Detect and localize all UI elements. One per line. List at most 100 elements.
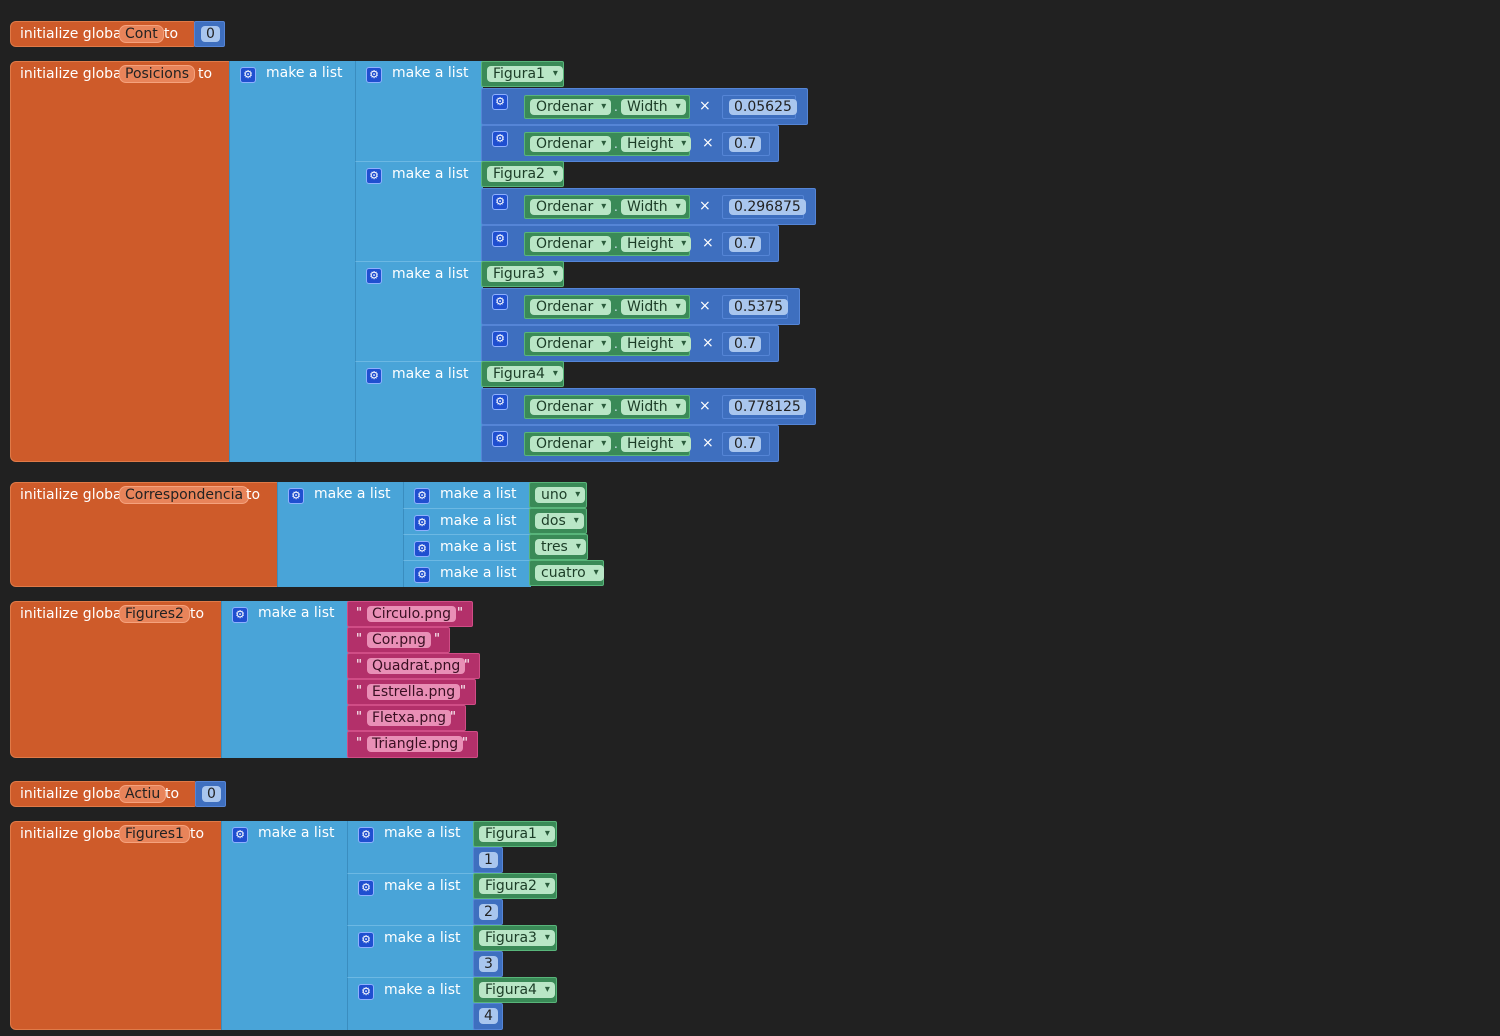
number-field[interactable]: 0 xyxy=(201,26,220,42)
gear-icon[interactable]: ⚙ xyxy=(366,168,382,184)
gear-icon[interactable]: ⚙ xyxy=(492,431,508,447)
property-dropdown[interactable]: Width xyxy=(621,299,686,315)
number-block[interactable]: 0.7 xyxy=(722,432,770,456)
make-list-block[interactable]: ⚙ make a list xyxy=(221,821,349,1030)
property-dropdown[interactable]: Width xyxy=(621,99,686,115)
number-field[interactable]: 0.7 xyxy=(729,236,762,252)
make-list-block[interactable]: ⚙ make a list xyxy=(355,361,483,462)
component-dropdown[interactable]: Ordenar xyxy=(530,236,612,252)
gear-icon[interactable]: ⚙ xyxy=(366,368,382,384)
gear-icon[interactable]: ⚙ xyxy=(414,567,430,583)
component-dropdown[interactable]: Figura2 xyxy=(479,878,555,894)
gear-icon[interactable]: ⚙ xyxy=(492,231,508,247)
text-block[interactable]: " Fletxa.png " xyxy=(347,705,466,731)
gear-icon[interactable]: ⚙ xyxy=(232,607,248,623)
property-dropdown[interactable]: Width xyxy=(621,199,686,215)
multiply-block[interactable]: ⚙ Ordenar . Width × 0.5375 xyxy=(481,288,800,325)
number-block[interactable]: 0.296875 xyxy=(722,195,806,219)
property-dropdown[interactable]: Width xyxy=(621,399,686,415)
property-dropdown[interactable]: Height xyxy=(621,136,692,152)
component-block[interactable]: Figura1 xyxy=(473,821,557,847)
component-dropdown[interactable]: tres xyxy=(535,539,586,555)
text-field[interactable]: Triangle.png xyxy=(367,736,464,752)
var-name-field[interactable]: Figures2 xyxy=(119,605,190,623)
var-name-field[interactable]: Figures1 xyxy=(119,825,190,843)
init-global-posicions-block[interactable]: initialize global Posicions to xyxy=(10,61,232,462)
gear-icon[interactable]: ⚙ xyxy=(358,984,374,1000)
gear-icon[interactable]: ⚙ xyxy=(414,488,430,504)
number-field[interactable]: 0.7 xyxy=(729,136,762,152)
component-dropdown[interactable]: Figura2 xyxy=(487,166,563,182)
var-name-field[interactable]: Actiu xyxy=(119,785,167,803)
make-list-block[interactable]: ⚙ make a list xyxy=(355,61,483,161)
number-field[interactable]: 0 xyxy=(202,786,221,802)
gear-icon[interactable]: ⚙ xyxy=(492,94,508,110)
number-block[interactable]: 2 xyxy=(473,899,503,925)
component-dropdown[interactable]: Figura1 xyxy=(479,826,555,842)
text-block[interactable]: " Circulo.png " xyxy=(347,601,473,627)
gear-icon[interactable]: ⚙ xyxy=(358,932,374,948)
component-dropdown[interactable]: Figura3 xyxy=(487,266,563,282)
component-property-block[interactable]: Ordenar . Height xyxy=(524,232,692,256)
gear-icon[interactable]: ⚙ xyxy=(366,268,382,284)
multiply-block[interactable]: ⚙ Ordenar . Height × 0.7 xyxy=(481,325,779,362)
multiply-block[interactable]: ⚙ Ordenar . Height × 0.7 xyxy=(481,425,779,462)
component-dropdown[interactable]: uno xyxy=(535,487,586,503)
number-field[interactable]: 0.5375 xyxy=(729,299,788,315)
number-field[interactable]: 4 xyxy=(479,1008,498,1024)
property-dropdown[interactable]: Height xyxy=(621,436,692,452)
number-block[interactable]: 3 xyxy=(473,951,503,977)
component-block[interactable]: uno xyxy=(529,482,587,508)
component-block[interactable]: Figura4 xyxy=(473,977,557,1003)
component-block[interactable]: dos xyxy=(529,508,587,534)
component-property-block[interactable]: Ordenar . Width xyxy=(524,195,690,219)
multiply-block[interactable]: ⚙ Ordenar . Width × 0.778125 xyxy=(481,388,816,425)
component-block[interactable]: Figura2 xyxy=(481,161,564,187)
number-field[interactable]: 0.778125 xyxy=(729,399,806,415)
text-block[interactable]: " Cor.png " xyxy=(347,627,450,653)
component-dropdown[interactable]: Figura4 xyxy=(487,366,563,382)
component-dropdown[interactable]: Figura3 xyxy=(479,930,555,946)
component-property-block[interactable]: Ordenar . Height xyxy=(524,332,692,356)
make-list-block[interactable]: ⚙ make a list xyxy=(347,873,475,925)
gear-icon[interactable]: ⚙ xyxy=(414,515,430,531)
component-dropdown[interactable]: Figura4 xyxy=(479,982,555,998)
gear-icon[interactable]: ⚙ xyxy=(492,331,508,347)
component-dropdown[interactable]: Ordenar xyxy=(530,336,612,352)
component-property-block[interactable]: Ordenar . Width xyxy=(524,295,690,319)
gear-icon[interactable]: ⚙ xyxy=(240,67,256,83)
component-dropdown[interactable]: Ordenar xyxy=(530,399,612,415)
component-block[interactable]: tres xyxy=(529,534,588,560)
component-dropdown[interactable]: Ordenar xyxy=(530,199,612,215)
component-block[interactable]: Figura2 xyxy=(473,873,557,899)
make-list-block[interactable]: ⚙ make a list xyxy=(229,61,357,462)
make-list-block[interactable]: ⚙ make a list xyxy=(403,534,531,560)
text-field[interactable]: Estrella.png xyxy=(367,684,461,700)
number-block[interactable]: 0.05625 xyxy=(722,95,797,119)
component-dropdown[interactable]: Ordenar xyxy=(530,436,612,452)
component-block[interactable]: cuatro xyxy=(529,560,604,586)
make-list-block[interactable]: ⚙ make a list xyxy=(403,482,531,508)
gear-icon[interactable]: ⚙ xyxy=(414,541,430,557)
component-dropdown[interactable]: cuatro xyxy=(535,565,604,581)
gear-icon[interactable]: ⚙ xyxy=(358,880,374,896)
gear-icon[interactable]: ⚙ xyxy=(366,67,382,83)
property-dropdown[interactable]: Height xyxy=(621,336,692,352)
number-block[interactable]: 0 xyxy=(194,21,225,47)
component-property-block[interactable]: Ordenar . Height xyxy=(524,132,692,156)
multiply-block[interactable]: ⚙ Ordenar . Width × 0.296875 xyxy=(481,188,816,225)
component-dropdown[interactable]: Figura1 xyxy=(487,66,563,82)
init-global-cont-block[interactable]: initialize global Cont to xyxy=(10,21,196,47)
make-list-block[interactable]: ⚙ make a list xyxy=(403,560,531,587)
number-field[interactable]: 0.7 xyxy=(729,336,762,352)
number-field[interactable]: 0.296875 xyxy=(729,199,806,215)
number-block[interactable]: 4 xyxy=(473,1003,503,1030)
component-dropdown[interactable]: Ordenar xyxy=(530,299,612,315)
gear-icon[interactable]: ⚙ xyxy=(492,394,508,410)
text-field[interactable]: Cor.png xyxy=(367,632,431,648)
init-global-figures1-block[interactable]: initialize global Figures1 to xyxy=(10,821,224,1030)
make-list-block[interactable]: ⚙ make a list xyxy=(221,601,349,758)
number-field[interactable]: 3 xyxy=(479,956,498,972)
number-block[interactable]: 0.7 xyxy=(722,132,770,156)
var-name-field[interactable]: Posicions xyxy=(119,65,196,83)
